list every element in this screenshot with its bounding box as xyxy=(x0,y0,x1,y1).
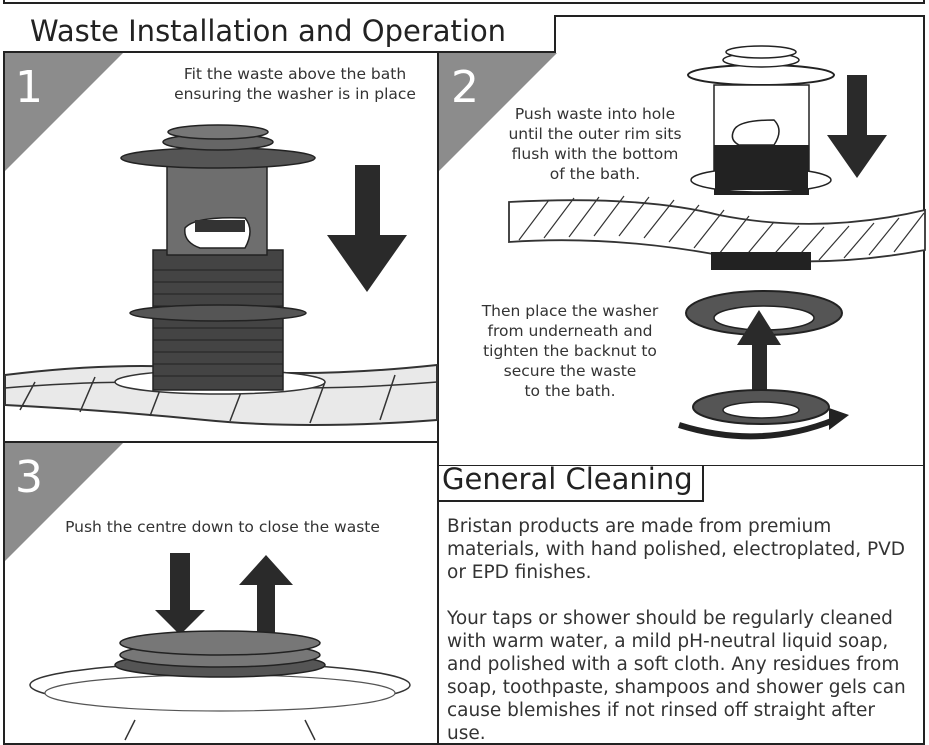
cleaning-paragraph-1: Bristan products are made from premium m… xyxy=(447,516,906,583)
cleaning-title-box xyxy=(438,466,704,502)
divider-horizontal-left xyxy=(3,441,439,443)
step-2-caption-line: of the bath. xyxy=(549,165,641,183)
step-1-caption-line: ensuring the washer is in place xyxy=(174,85,416,103)
step-2-caption-washer: Then place the washer from underneath an… xyxy=(470,301,670,401)
step-2-badge-icon xyxy=(439,53,557,171)
step-2-caption-line: to the bath. xyxy=(524,382,616,400)
section-title: Waste Installation and Operation xyxy=(30,14,507,48)
top-border-strip xyxy=(3,0,925,4)
cleaning-title: General Cleaning xyxy=(442,462,693,496)
step-1-number: 1 xyxy=(15,62,43,113)
step-3-caption: Push the centre down to close the waste xyxy=(50,517,395,537)
section-title-box xyxy=(3,15,556,53)
step-1-badge-icon xyxy=(5,53,123,171)
step-1-caption-line: Fit the waste above the bath xyxy=(183,65,407,83)
step-3-number: 3 xyxy=(15,452,43,503)
step-2-caption-line: from underneath and xyxy=(487,322,653,340)
step-1-caption: Fit the waste above the bath ensuring th… xyxy=(165,64,425,104)
step-2-caption-line: Then place the washer xyxy=(481,302,659,320)
step-2-illustration xyxy=(508,45,926,440)
step-2-caption-line: until the outer rim sits xyxy=(508,125,682,143)
divider-horizontal-right xyxy=(437,465,925,466)
step-3-caption-line: Push the centre down to close the waste xyxy=(65,518,380,536)
step-2-number: 2 xyxy=(451,62,479,113)
step-3-badge-icon xyxy=(5,443,123,561)
step-2-caption-line: flush with the bottom xyxy=(511,145,679,163)
step-1-illustration xyxy=(4,124,438,426)
step-3-illustration xyxy=(29,553,411,741)
step-2-caption-line: secure the waste xyxy=(503,362,637,380)
cleaning-paragraph-2: Your taps or shower should be regularly … xyxy=(447,608,906,744)
step-2-caption-line: tighten the backnut to xyxy=(483,342,657,360)
step-2-caption-line: Push waste into hole xyxy=(514,105,676,123)
step-2-caption: Push waste into hole until the outer rim… xyxy=(500,104,690,184)
